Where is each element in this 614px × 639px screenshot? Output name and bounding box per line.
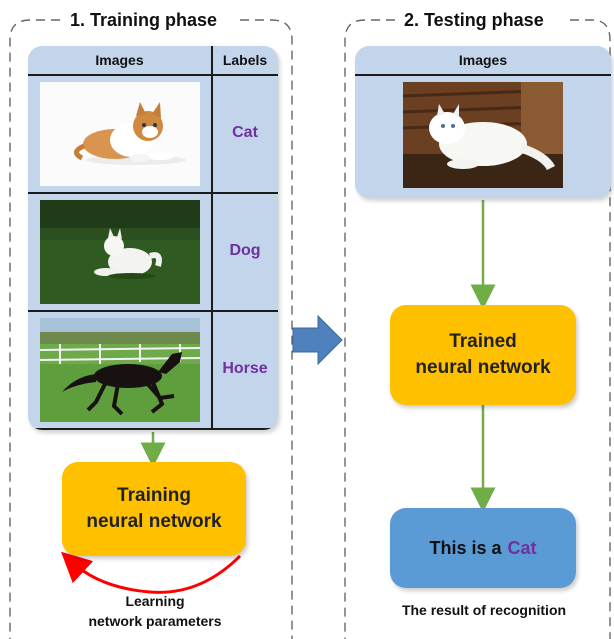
labels-column-header: Labels xyxy=(222,52,268,68)
result-prefix: This is a xyxy=(429,537,502,558)
horse-photo xyxy=(40,318,200,422)
column-divider xyxy=(211,46,213,430)
result-caption: The result of recognition xyxy=(401,602,567,618)
testing-phase-title: 2. Testing phase xyxy=(398,9,550,31)
learning-caption-line1: Learning xyxy=(125,593,185,609)
dog-photo xyxy=(40,200,200,304)
trained-network-box: Trained neural network xyxy=(390,305,576,405)
phase-transition-arrow xyxy=(292,314,343,366)
training-phase-title: 1. Training phase xyxy=(64,9,224,31)
training-network-box: Training neural network xyxy=(62,462,246,556)
row-divider xyxy=(28,192,278,194)
header-divider xyxy=(28,74,278,76)
label-dog: Dog xyxy=(229,242,261,259)
learning-loop-arrow xyxy=(61,551,242,594)
row-divider xyxy=(28,428,278,430)
label-cat: Cat xyxy=(232,124,258,141)
result-box: This is a Cat xyxy=(390,508,576,588)
row-divider xyxy=(28,310,278,312)
learning-caption-line2: network parameters xyxy=(88,613,222,629)
training-network-line2: neural network xyxy=(86,511,222,532)
images-column-header: Images xyxy=(95,52,144,68)
training-network-line1: Training xyxy=(117,485,191,506)
trained-network-line2: neural network xyxy=(415,357,551,378)
testing-header-divider xyxy=(355,74,611,76)
learning-caption: Learning network parameters xyxy=(50,591,260,631)
label-horse: Horse xyxy=(222,360,268,377)
training-table: Images Labels Cat xyxy=(28,46,278,430)
testing-image-box: Images xyxy=(355,46,611,198)
white-cat-photo xyxy=(403,82,563,188)
trained-network-line1: Trained xyxy=(449,331,517,352)
result-label: Cat xyxy=(507,537,537,558)
cat-photo xyxy=(40,82,200,186)
testing-images-header: Images xyxy=(458,52,508,68)
